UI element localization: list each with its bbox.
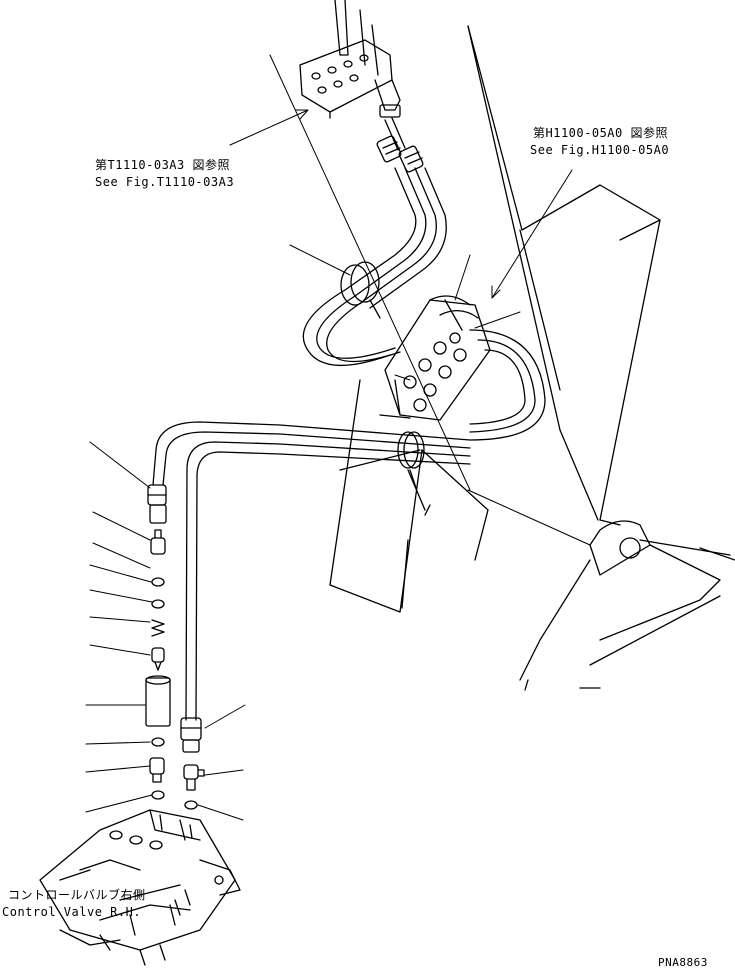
callout-jp-h1100: 第H1100-05A0 図参照	[533, 126, 668, 140]
manifold-block	[384, 295, 491, 421]
arm-detail	[424, 504, 601, 691]
upper-pipe-pair	[302, 167, 447, 366]
right-fitting-stack	[180, 717, 205, 810]
left-fitting-stack	[145, 484, 171, 800]
right-loop-pipes	[469, 329, 546, 441]
control-valve	[39, 809, 241, 966]
reference-arrows	[229, 109, 573, 299]
horizontal-pipe-run	[152, 414, 471, 721]
top-fittings	[376, 135, 424, 173]
callout-jp-t1110: 第T1110-03A3 図参照	[95, 158, 230, 172]
upper-clamp	[340, 261, 381, 319]
drawing-code: PNA8863	[658, 956, 708, 969]
control-valve-en-label: Control Valve R.H.	[2, 905, 142, 919]
lower-bracket	[329, 379, 489, 613]
boom-frame	[467, 25, 661, 526]
lower-clamp	[397, 431, 425, 489]
callout-en-t1110: See Fig.T1110-03A3	[95, 175, 235, 189]
callout-en-h1100: See Fig.H1100-05A0	[530, 143, 670, 157]
pivot-bracket	[519, 520, 735, 681]
control-valve-jp-label: コントロールバルブ右側	[8, 888, 146, 902]
top-valve-block	[299, 0, 406, 151]
leader-lines	[85, 54, 591, 821]
